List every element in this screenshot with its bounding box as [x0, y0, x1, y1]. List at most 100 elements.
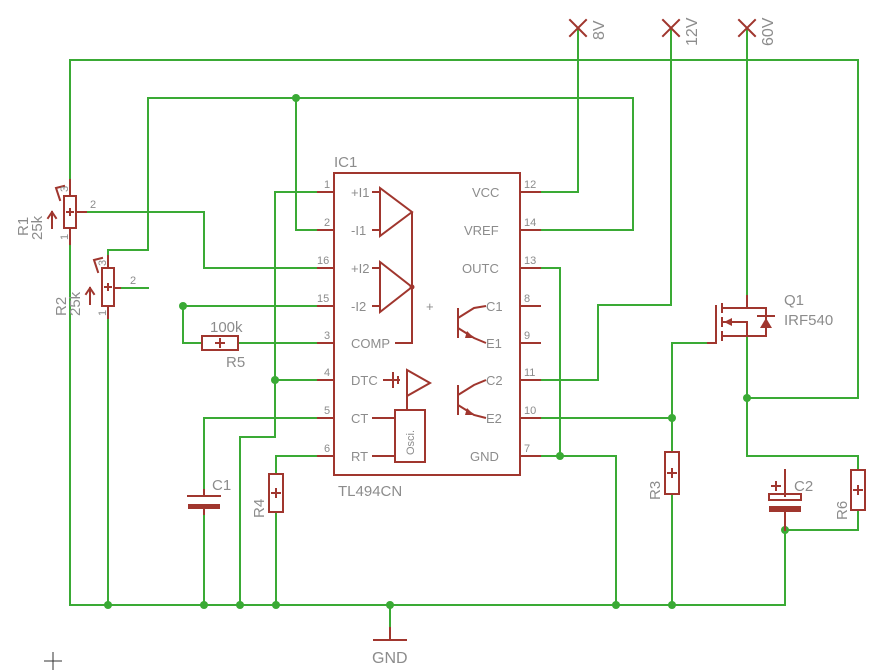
output-transistor-2 [457, 379, 487, 419]
supply-12v[interactable]: 12V [661, 17, 701, 46]
wire-12v-c2 [539, 27, 672, 381]
pin-number: 14 [524, 217, 536, 229]
junction-dot [272, 601, 280, 609]
adjust-arrow-icon [46, 210, 58, 229]
ground-label: GND [372, 650, 408, 667]
ic-pin[interactable]: 16 +I2 [317, 255, 369, 276]
wire-r1-wiper [85, 211, 319, 269]
pin-number: 12 [524, 179, 536, 191]
mosfet-ref: Q1 [784, 292, 804, 309]
pin-number: 3 [324, 330, 330, 342]
cap-ref: C2 [794, 478, 813, 495]
supply-label-60v: 60V [760, 17, 777, 46]
ic-tl494cn[interactable]: IC1 TL494CN 1 +I1 2 -I1 16 +I2 15 [317, 154, 541, 500]
pin-number: 8 [524, 293, 530, 305]
junction-dot [200, 601, 208, 609]
amp-output-dot [409, 284, 415, 290]
plus-mark [271, 488, 281, 498]
pin-name: -I2 [351, 299, 366, 314]
pin-name: RT [351, 449, 368, 464]
supply-60v[interactable]: 60V [737, 17, 777, 46]
ic-pin[interactable]: 2 -I1 [317, 217, 366, 238]
mosfet-value: IRF540 [784, 312, 833, 329]
wire-r6-c2 [784, 509, 859, 531]
wire-vref-loop [107, 97, 634, 263]
ic-pin[interactable]: 13 OUTC [462, 255, 541, 276]
pot-pin-2: 2 [90, 199, 96, 211]
wire-pin1-to-rt [239, 191, 319, 606]
wire-r5-loop [182, 305, 201, 344]
potentiometer-r2[interactable]: 3 2 1 R2 25k [53, 255, 136, 319]
capacitor-c1[interactable]: C1 [187, 477, 231, 515]
pot-ref: R2 [53, 297, 70, 316]
pin-name: VCC [472, 185, 499, 200]
ic-pin[interactable]: 15 -I2 [317, 293, 366, 314]
ic-pin[interactable]: 10 E2 [486, 405, 541, 426]
pin-name: C1 [486, 299, 503, 314]
ic-pin[interactable]: 8 C1 [486, 293, 541, 314]
junction-dot [271, 376, 279, 384]
battery-icon [392, 372, 399, 388]
resistor-body [201, 335, 239, 351]
ic-pin[interactable]: 9 E1 [486, 330, 541, 351]
pin-number: 7 [524, 443, 530, 455]
ic-part: TL494CN [338, 483, 402, 500]
junction-dot [668, 414, 676, 422]
wire-gnd-pin7 [539, 455, 617, 606]
wiper-arrow-icon [92, 256, 121, 289]
mosfet-q1[interactable]: Q1 IRF540 [707, 292, 833, 344]
resistor-ref: R3 [647, 481, 664, 500]
oscillator-lead [372, 417, 395, 457]
pin-name: OUTC [462, 261, 499, 276]
resistor-r5[interactable]: 100k R5 [201, 319, 245, 371]
ic-pin[interactable]: 12 VCC [472, 179, 541, 200]
ic-ref: IC1 [334, 154, 357, 171]
pin-number: 2 [324, 217, 330, 229]
wire-8v-vcc [539, 27, 579, 193]
cap-ref: C1 [212, 477, 231, 494]
pin-name: E1 [486, 336, 502, 351]
pot-pin-1: 1 [97, 310, 109, 316]
junction-dot [668, 601, 676, 609]
ic-pin[interactable]: 6 RT [317, 443, 368, 464]
ic-pin[interactable]: 5 CT [317, 405, 368, 426]
wire-outer-loop [69, 59, 859, 399]
amp-lead [372, 191, 380, 231]
pin-number: 15 [317, 293, 329, 305]
zener-diode-icon [760, 318, 772, 328]
mosfet-gate-icon [707, 305, 717, 344]
supply-cross-icon [661, 18, 681, 38]
body-diode-icon [746, 307, 767, 337]
plus-mark [853, 485, 863, 495]
ic-pin[interactable]: 7 GND [470, 443, 541, 464]
resistor-r3[interactable]: R3 [647, 451, 680, 500]
junction-dot [104, 601, 112, 609]
dtc-comparator [383, 368, 433, 410]
potentiometer-r1[interactable]: 3 2 1 R1 25k [15, 179, 96, 245]
resistor-body [268, 473, 284, 513]
resistor-ref: R6 [834, 501, 851, 520]
capacitor-c2[interactable]: C2 [768, 469, 813, 531]
pin-name: DTC [351, 373, 378, 388]
wiper-arrow-icon [54, 184, 87, 213]
resistor-r4[interactable]: R4 [251, 473, 284, 518]
pin-name: -I1 [351, 223, 366, 238]
ic-pin[interactable]: 4 DTC [317, 367, 378, 388]
supply-8v[interactable]: 8V [568, 18, 608, 40]
pot-body [63, 195, 77, 229]
pin-name: GND [470, 449, 499, 464]
ic-pin[interactable]: 14 VREF [464, 217, 541, 238]
pin-name: E2 [486, 411, 502, 426]
crosshair-icon [44, 652, 62, 670]
ic-pin[interactable]: 1 +I1 [317, 179, 369, 200]
resistor-r6[interactable]: R6 [834, 469, 866, 520]
ground-icon [373, 627, 407, 641]
pin-number: 16 [317, 255, 329, 267]
ic-pin[interactable]: 11 C2 [486, 367, 541, 388]
junction-dot [612, 601, 620, 609]
resistor-ref: R4 [251, 499, 268, 518]
ground-symbol[interactable]: GND [372, 627, 408, 667]
pot-pin-3: 3 [97, 260, 109, 266]
ic-pin[interactable]: 3 COMP [317, 330, 390, 351]
